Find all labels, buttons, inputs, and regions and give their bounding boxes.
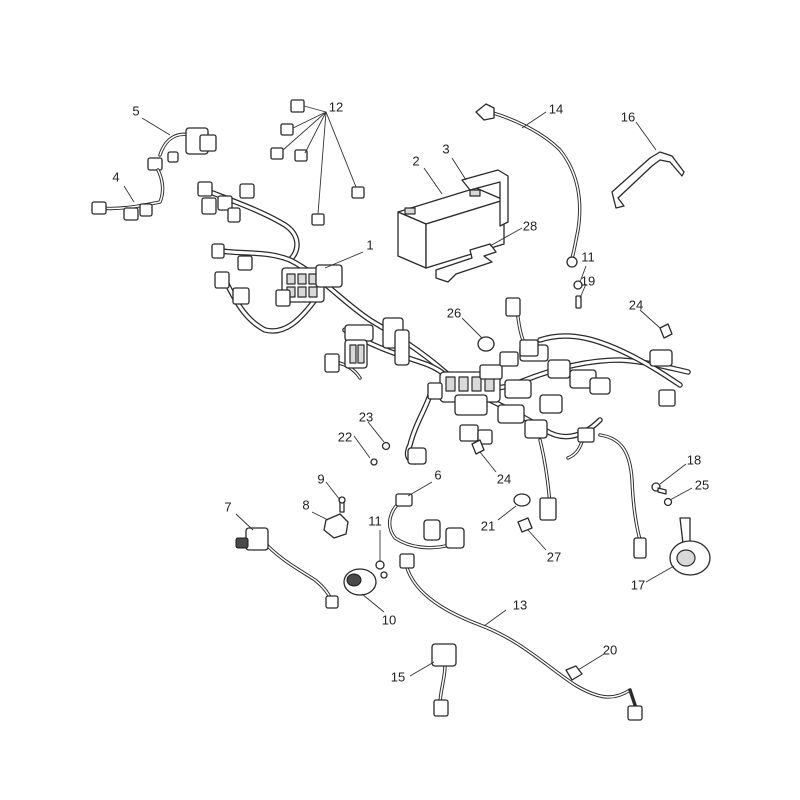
main-harness [197,181,691,559]
socket-10 [343,568,377,596]
callout-25: 25 [695,477,709,492]
callout-24-center: 24 [497,471,511,486]
callout-7: 7 [224,499,231,514]
leader-lines [123,105,693,677]
lead-15 [431,643,457,717]
callout-4: 4 [112,169,119,184]
callout-26: 26 [447,305,461,320]
fuse-19 [575,295,582,309]
callout-19: 19 [581,273,595,288]
callout-2: 2 [412,153,419,168]
callout-12: 12 [329,99,343,114]
battery-lead [475,103,582,268]
clip-27 [517,517,533,533]
sub-harness-6 [387,493,465,550]
callout-24-right: 24 [629,297,643,312]
connector-24 [471,323,673,455]
callout-9: 9 [317,471,324,486]
washer-25 [663,497,673,507]
callout-10: 10 [382,612,396,627]
battery-pad [435,243,497,283]
battery-strap [461,169,509,227]
screw-22 [370,458,378,466]
callout-16: 16 [621,109,635,124]
callout-11-right: 11 [581,249,595,264]
callout-21: 21 [481,518,495,533]
callout-22: 22 [338,429,352,444]
sub-harness-4 [91,168,165,221]
clip-20 [565,665,583,681]
grommet-26 [477,336,495,352]
horn-17 [669,517,711,576]
callout-20: 20 [603,642,617,657]
bolt-18 [651,482,667,495]
harness-13 [399,553,643,721]
callout-3: 3 [442,141,449,156]
sensor-lead-7 [235,527,339,609]
callout-8: 8 [302,497,309,512]
battery [397,187,505,269]
callout-11-left: 11 [368,513,382,528]
callout-1: 1 [366,237,373,252]
screw-9 [338,496,346,513]
grommet-21 [513,493,531,507]
callout-28: 28 [523,218,537,233]
callout-27: 27 [547,549,561,564]
callout-17: 17 [631,577,645,592]
clip-8 [323,513,349,539]
callout-6: 6 [434,467,441,482]
callout-15: 15 [391,669,405,684]
bracket [611,151,685,209]
washer-23 [381,441,391,451]
callout-14: 14 [549,101,563,116]
callout-5: 5 [132,103,139,118]
callout-18: 18 [687,452,701,467]
sub-harness-5 [147,127,217,171]
callout-numbers: 1 2 3 4 5 6 7 8 9 10 11 11 12 13 14 15 1… [112,99,709,684]
callout-13: 13 [513,597,527,612]
callout-23: 23 [359,409,373,424]
relays [270,99,365,226]
nuts-11 [375,280,583,579]
